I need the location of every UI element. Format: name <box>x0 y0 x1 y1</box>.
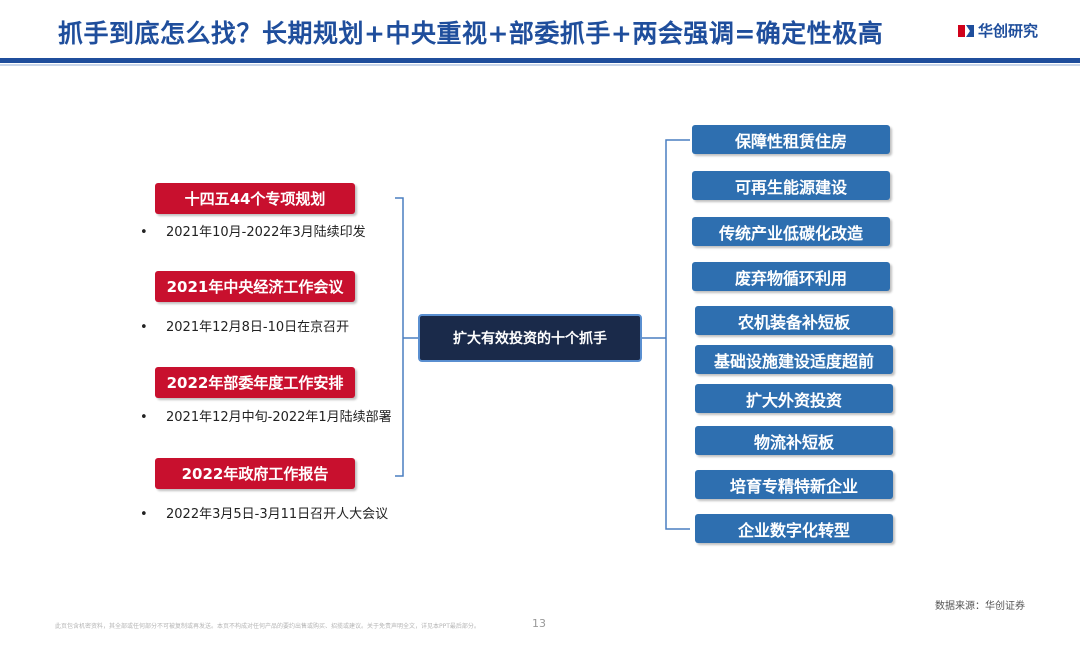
logo-mark-icon <box>958 23 974 39</box>
right-item-low-carbon: 传统产业低碳化改造 <box>692 217 890 246</box>
right-item-waste-recycling: 废弃物循环利用 <box>692 262 890 291</box>
right-item-infrastructure: 基础设施建设适度超前 <box>695 345 893 374</box>
ministry-plan-bullet: •2021年12月中旬-2022年1月陆续部署 <box>140 410 392 425</box>
ministry-plan-label-box: 2022年部委年度工作安排 <box>155 367 355 398</box>
right-item-specialized-firms: 培育专精特新企业 <box>695 470 893 499</box>
logo-text: 华创研究 <box>978 22 1039 40</box>
header-divider <box>0 58 1080 63</box>
page-number: 13 <box>532 617 546 630</box>
economic-conference-bullet-text: 2021年12月8日-10日在京召开 <box>166 320 350 335</box>
right-item-foreign-investment: 扩大外资投资 <box>695 384 893 413</box>
right-item-renewable-energy: 可再生能源建设 <box>692 171 890 200</box>
header-divider-light <box>0 64 1080 66</box>
right-bracket <box>665 139 690 530</box>
economic-conference-bullet: •2021年12月8日-10日在京召开 <box>140 320 350 335</box>
gov-report-bullet-text: 2022年3月5日-3月11日召开人大会议 <box>166 507 389 522</box>
center-node: 扩大有效投资的十个抓手 <box>418 314 642 362</box>
data-source: 数据来源：华创证券 <box>935 601 1025 612</box>
plan-label-box: 十四五44个专项规划 <box>155 183 355 214</box>
right-item-logistics: 物流补短板 <box>695 426 893 455</box>
gov-report-bullet: •2022年3月5日-3月11日召开人大会议 <box>140 507 389 522</box>
gov-report-label-box: 2022年政府工作报告 <box>155 458 355 489</box>
economic-conference-label-box: 2021年中央经济工作会议 <box>155 271 355 302</box>
right-item-farm-machinery: 农机装备补短板 <box>695 306 893 335</box>
disclaimer: 此页包含机密资料，其全部或任何部分不可被复制或再发送。本页不构成对任何产品的要约… <box>55 623 480 630</box>
left-bracket <box>395 197 404 477</box>
plan-bullet-text: 2021年10月-2022年3月陆续印发 <box>166 225 366 240</box>
right-item-rental-housing: 保障性租赁住房 <box>692 125 890 154</box>
ministry-plan-bullet-text: 2021年12月中旬-2022年1月陆续部署 <box>166 410 392 425</box>
logo: 华创研究 <box>958 20 1038 41</box>
right-item-digital-transformation: 企业数字化转型 <box>695 514 893 543</box>
plan-bullet: •2021年10月-2022年3月陆续印发 <box>140 225 366 240</box>
page-title: 抓手到底怎么找？长期规划+中央重视+部委抓手+两会强调=确定性极高 <box>58 19 884 48</box>
